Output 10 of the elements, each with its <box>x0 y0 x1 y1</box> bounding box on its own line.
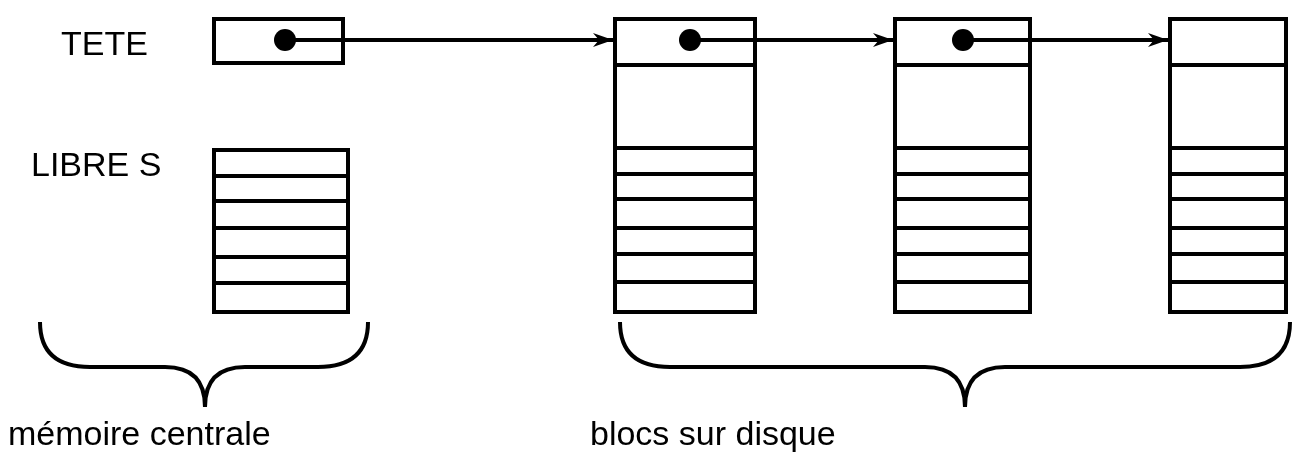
memory-block <box>613 17 757 314</box>
brace-label: blocs sur disque <box>590 416 836 450</box>
pointer-arrow <box>274 29 613 51</box>
pointer-arrow <box>952 29 1168 51</box>
memory-block <box>1168 17 1288 314</box>
pointer-name: LIBRE S <box>31 147 162 181</box>
brace-label: mémoire centrale <box>8 416 271 450</box>
memory-block <box>893 17 1032 314</box>
pointer-arrow <box>679 29 893 51</box>
pointer-name: TETE <box>61 26 148 60</box>
